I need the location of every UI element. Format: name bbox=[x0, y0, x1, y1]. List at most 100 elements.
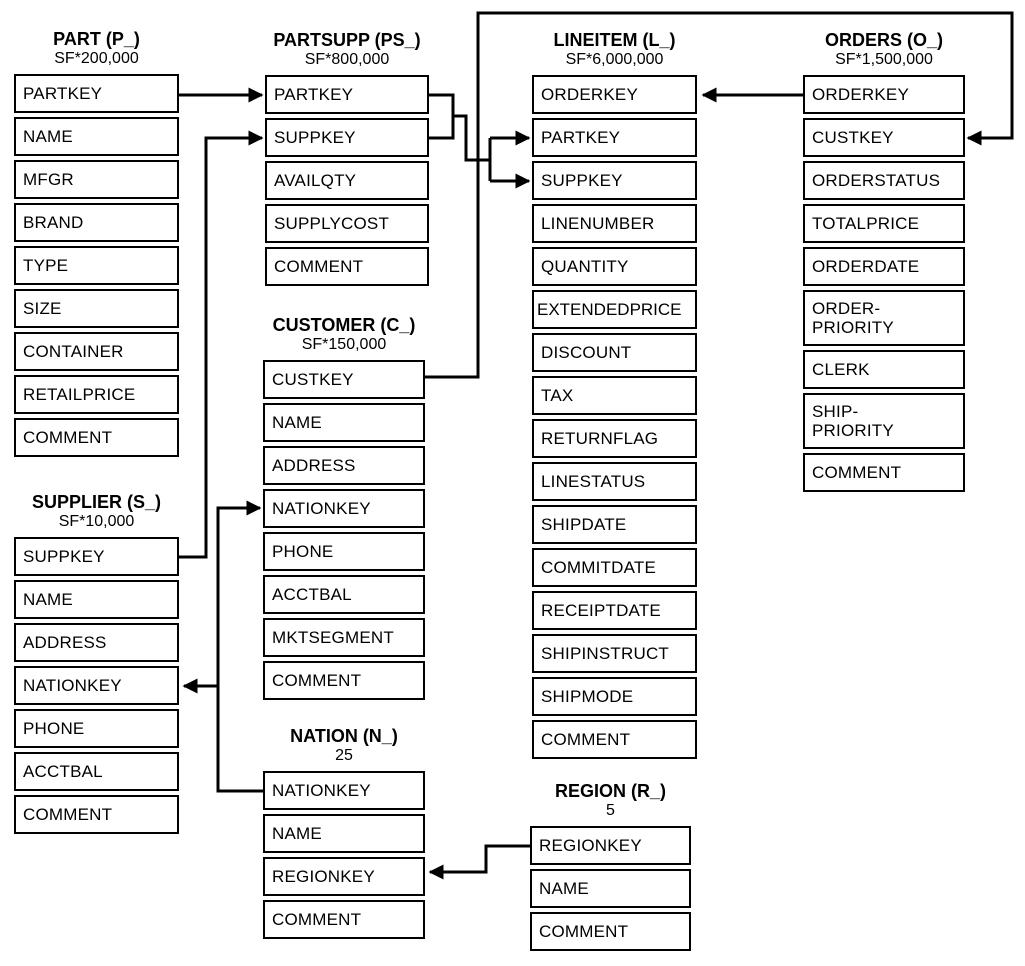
column-cell-orderkey: ORDERKEY bbox=[803, 75, 965, 114]
column-cell-acctbal: ACCTBAL bbox=[263, 575, 425, 614]
table-nation-rows: NATIONKEY NAME REGIONKEY COMMENT bbox=[263, 771, 425, 939]
table-customer-cardinality: SF*150,000 bbox=[301, 336, 387, 353]
table-lineitem: LINEITEM (L_) SF*6,000,000 ORDERKEY PART… bbox=[532, 29, 697, 763]
column-cell-partkey: PARTKEY bbox=[265, 75, 429, 114]
column-cell-extendedprice: EXTENDEDPRICE bbox=[532, 290, 697, 329]
column-cell-regionkey: REGIONKEY bbox=[263, 857, 425, 896]
table-customer-rows: CUSTKEY NAME ADDRESS NATIONKEY PHONE ACC… bbox=[263, 360, 425, 700]
column-cell-comment: COMMENT bbox=[265, 247, 429, 286]
column-cell-retailprice: RETAILPRICE bbox=[14, 375, 179, 414]
column-cell-linestatus: LINESTATUS bbox=[532, 462, 697, 501]
table-nation-cardinality: 25 bbox=[335, 747, 353, 764]
arrow-region-nation bbox=[428, 844, 530, 880]
column-cell-quantity: QUANTITY bbox=[532, 247, 697, 286]
column-cell-suppkey: SUPPKEY bbox=[265, 118, 429, 157]
column-cell-address: ADDRESS bbox=[263, 446, 425, 485]
column-cell-name: NAME bbox=[263, 403, 425, 442]
column-cell-receiptdate: RECEIPTDATE bbox=[532, 591, 697, 630]
column-cell-orderstatus: ORDERSTATUS bbox=[803, 161, 965, 200]
table-orders-cardinality: SF*1,500,000 bbox=[835, 51, 933, 68]
column-cell-name: NAME bbox=[263, 814, 425, 853]
table-partsupp-title: PARTSUPP (PS_) bbox=[273, 30, 421, 50]
column-cell-linenumber: LINENUMBER bbox=[532, 204, 697, 243]
column-cell-custkey: CUSTKEY bbox=[263, 360, 425, 399]
arrow-nation-customer bbox=[216, 500, 264, 793]
table-partsupp-cardinality: SF*800,000 bbox=[304, 51, 390, 68]
table-part-cardinality: SF*200,000 bbox=[54, 50, 139, 67]
wire-partsupp-merge-u bbox=[429, 93, 455, 140]
column-cell-phone: PHONE bbox=[263, 532, 425, 571]
column-cell-returnflag: RETURNFLAG bbox=[532, 419, 697, 458]
column-cell-comment: COMMENT bbox=[263, 900, 425, 939]
table-supplier: SUPPLIER (S_) SF*10,000 SUPPKEY NAME ADD… bbox=[14, 491, 179, 838]
table-partsupp: PARTSUPP (PS_) SF*800,000 PARTKEY SUPPKE… bbox=[265, 29, 429, 290]
table-supplier-cardinality: SF*10,000 bbox=[58, 513, 135, 530]
table-nation: NATION (N_) 25 NATIONKEY NAME REGIONKEY … bbox=[263, 725, 425, 943]
column-cell-shipinstruct: SHIPINSTRUCT bbox=[532, 634, 697, 673]
column-cell-suppkey: SUPPKEY bbox=[532, 161, 697, 200]
column-cell-tax: TAX bbox=[532, 376, 697, 415]
column-cell-nationkey: NATIONKEY bbox=[14, 666, 179, 705]
column-cell-name: NAME bbox=[14, 580, 179, 619]
column-cell-shipmode: SHIPMODE bbox=[532, 677, 697, 716]
column-cell-size: SIZE bbox=[14, 289, 179, 328]
column-cell-supplycost: SUPPLYCOST bbox=[265, 204, 429, 243]
column-cell-clerk: CLERK bbox=[803, 350, 965, 389]
table-lineitem-title: LINEITEM (L_) bbox=[553, 30, 676, 50]
column-cell-partkey: PARTKEY bbox=[532, 118, 697, 157]
table-customer-title: CUSTOMER (C_) bbox=[272, 315, 416, 335]
column-cell-comment: COMMENT bbox=[532, 720, 697, 759]
column-cell-container: CONTAINER bbox=[14, 332, 179, 371]
table-lineitem-cardinality: SF*6,000,000 bbox=[565, 51, 664, 68]
table-supplier-title: SUPPLIER (S_) bbox=[31, 492, 162, 512]
column-cell-partkey: PARTKEY bbox=[14, 74, 179, 113]
column-cell-shipdate: SHIPDATE bbox=[532, 505, 697, 544]
column-cell-orderkey: ORDERKEY bbox=[532, 75, 697, 114]
table-part-rows: PARTKEY NAME MFGR BRAND TYPE SIZE CONTAI… bbox=[14, 74, 179, 457]
column-cell-mktsegment: MKTSEGMENT bbox=[263, 618, 425, 657]
table-customer: CUSTOMER (C_) SF*150,000 CUSTKEY NAME AD… bbox=[263, 314, 425, 704]
arrow-supplier-partsupp bbox=[178, 130, 264, 559]
table-orders-rows: ORDERKEY CUSTKEY ORDERSTATUS TOTALPRICE … bbox=[803, 75, 965, 492]
column-cell-suppkey: SUPPKEY bbox=[14, 537, 179, 576]
table-supplier-rows: SUPPKEY NAME ADDRESS NATIONKEY PHONE ACC… bbox=[14, 537, 179, 834]
table-orders: ORDERS (O_) SF*1,500,000 ORDERKEY CUSTKE… bbox=[803, 29, 965, 496]
column-cell-custkey: CUSTKEY bbox=[803, 118, 965, 157]
column-cell-mfgr: MFGR bbox=[14, 160, 179, 199]
table-region: REGION (R_) 5 REGIONKEY NAME COMMENT bbox=[530, 780, 691, 955]
table-part-title: PART (P_) bbox=[53, 29, 140, 49]
column-cell-shippriority: SHIP- PRIORITY bbox=[803, 393, 965, 449]
column-cell-brand: BRAND bbox=[14, 203, 179, 242]
column-cell-availqty: AVAILQTY bbox=[265, 161, 429, 200]
column-cell-discount: DISCOUNT bbox=[532, 333, 697, 372]
column-cell-nationkey: NATIONKEY bbox=[263, 489, 425, 528]
arrow-customer-orders bbox=[424, 11, 1014, 379]
table-region-cardinality: 5 bbox=[606, 802, 615, 819]
column-cell-name: NAME bbox=[530, 869, 691, 908]
column-cell-comment: COMMENT bbox=[530, 912, 691, 951]
column-cell-comment: COMMENT bbox=[14, 795, 179, 834]
column-cell-address: ADDRESS bbox=[14, 623, 179, 662]
column-cell-totalprice: TOTALPRICE bbox=[803, 204, 965, 243]
column-cell-orderdate: ORDERDATE bbox=[803, 247, 965, 286]
column-cell-phone: PHONE bbox=[14, 709, 179, 748]
table-orders-title: ORDERS (O_) bbox=[824, 30, 943, 50]
column-cell-name: NAME bbox=[14, 117, 179, 156]
table-region-rows: REGIONKEY NAME COMMENT bbox=[530, 826, 691, 951]
column-cell-commitdate: COMMITDATE bbox=[532, 548, 697, 587]
column-cell-acctbal: ACCTBAL bbox=[14, 752, 179, 791]
table-partsupp-rows: PARTKEY SUPPKEY AVAILQTY SUPPLYCOST COMM… bbox=[265, 75, 429, 286]
column-cell-orderpriority: ORDER- PRIORITY bbox=[803, 290, 965, 346]
column-cell-type: TYPE bbox=[14, 246, 179, 285]
column-cell-regionkey: REGIONKEY bbox=[530, 826, 691, 865]
column-cell-comment: COMMENT bbox=[803, 453, 965, 492]
table-lineitem-rows: ORDERKEY PARTKEY SUPPKEY LINENUMBER QUAN… bbox=[532, 75, 697, 759]
column-cell-comment: COMMENT bbox=[14, 418, 179, 457]
table-region-title: REGION (R_) bbox=[554, 781, 666, 801]
column-cell-nationkey: NATIONKEY bbox=[263, 771, 425, 810]
wire-partsupp-merge-branch bbox=[453, 114, 490, 162]
column-cell-comment: COMMENT bbox=[263, 661, 425, 700]
table-part: PART (P_) SF*200,000 PARTKEY NAME MFGR B… bbox=[14, 28, 179, 461]
